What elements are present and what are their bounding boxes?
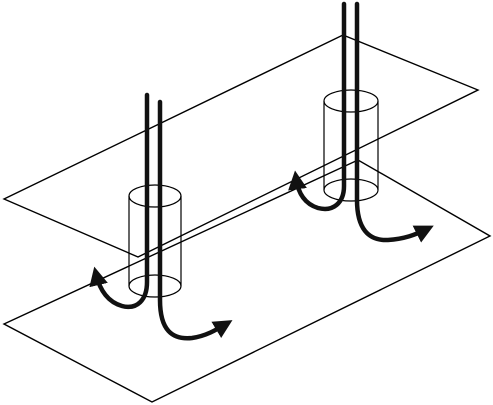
right-tube-leg-1	[288, 1, 347, 212]
left-tube	[89, 92, 233, 341]
right-cylinder-bottom	[323, 189, 379, 202]
left-cylinder-bottom	[128, 285, 182, 298]
upper-plane	[2, 34, 480, 258]
lower-plane	[2, 159, 492, 403]
right-cylinder-bottom-back	[323, 178, 379, 191]
left-tube-leg-1	[89, 92, 150, 310]
right-cylinder	[323, 89, 379, 202]
right-cylinder-top	[323, 89, 379, 113]
left-cylinder-bottom-back	[128, 274, 182, 287]
left-tube-leg-2	[157, 99, 233, 341]
right-tube-leg-2	[354, 1, 434, 243]
left-cylinder-top	[128, 184, 182, 208]
right-tube	[288, 1, 434, 243]
left-cylinder	[128, 184, 182, 298]
